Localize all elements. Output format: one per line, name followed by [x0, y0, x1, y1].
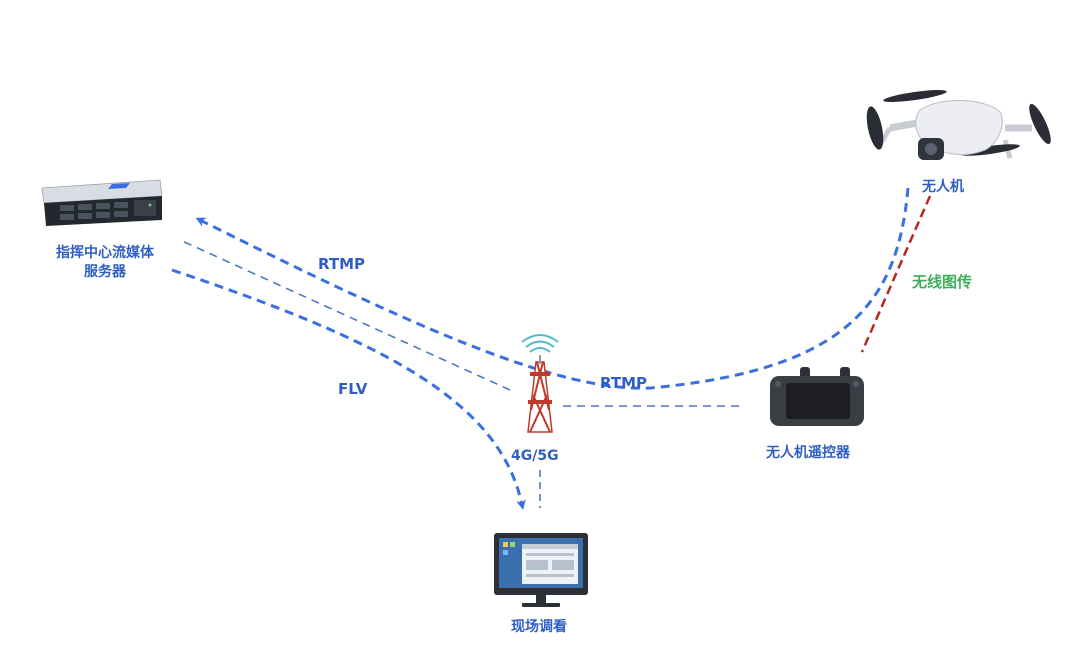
- server-label-line1: 指挥中心流媒体: [56, 245, 154, 261]
- server-label: 指挥中心流媒体 服务器: [46, 244, 164, 282]
- monitor-icon: [494, 533, 588, 607]
- flv-path-server-to-monitor: [171, 268, 526, 510]
- tower-label: 4G/5G: [511, 448, 559, 464]
- tower-icon: [521, 334, 559, 433]
- monitor-label: 现场调看: [511, 619, 567, 635]
- wireless-edge-label: 无线图传: [912, 273, 973, 291]
- rtmp-server-edge-label: RTMP: [318, 255, 366, 273]
- remote-controller-icon: [770, 367, 864, 426]
- drone-icon: [866, 90, 1051, 160]
- wireless-link: [860, 195, 932, 353]
- tower-server-thin-link: [179, 239, 511, 391]
- remote-label: 无人机遥控器: [766, 445, 850, 461]
- server-icon: [41, 179, 163, 226]
- rtmp-remote-edge-label: RTMP: [600, 374, 648, 392]
- flv-edge-label: FLV: [338, 380, 368, 398]
- rtmp-path-remote-to-server: [195, 187, 910, 390]
- server-label-line2: 服务器: [84, 264, 126, 280]
- drone-label: 无人机: [922, 179, 964, 195]
